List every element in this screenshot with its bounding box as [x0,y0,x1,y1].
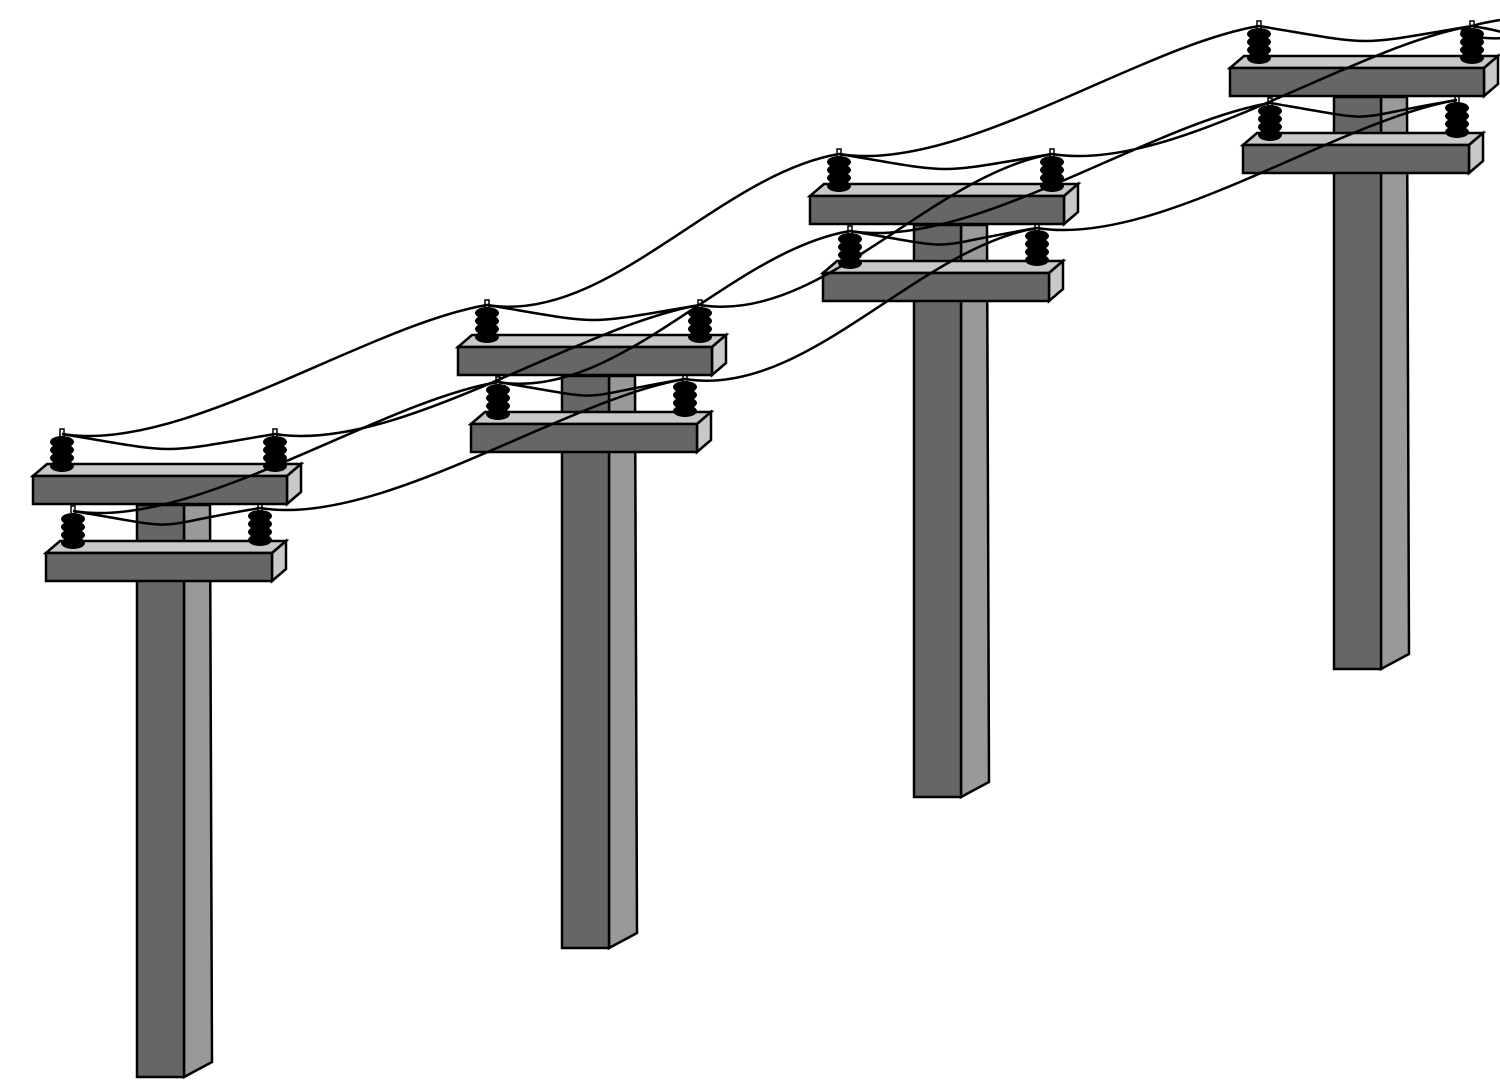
insulator [1445,94,1469,138]
pole-side [1379,95,1411,672]
power-line [61,432,276,451]
lower-crossarm-front [821,271,1051,303]
lower-crossarm-front [1241,143,1471,175]
insulator-body [251,514,269,542]
pole-front [1332,95,1383,671]
insulator-body [1043,160,1061,188]
lower-crossarm-front [469,422,699,454]
power-line [838,152,1053,171]
insulator-body [676,385,694,413]
insulator [1247,20,1271,64]
power-line [1258,24,1473,43]
pole-front [135,503,186,1079]
insulator-body [691,311,709,339]
power-line [838,24,1260,158]
insulator-body [478,311,496,339]
power-line [849,101,1271,235]
insulator-body [53,440,71,468]
power-line [699,152,1053,308]
insulator [1025,222,1049,266]
power-line [684,226,1038,382]
insulator-body [1261,109,1279,137]
insulator [1040,148,1064,192]
insulator [688,299,712,343]
insulator [673,373,697,417]
insulator-body [1448,106,1466,134]
power-line [259,377,686,512]
pole-side [959,223,991,800]
power-line [497,377,686,397]
power-line [1036,98,1458,232]
power-line [497,229,851,385]
insulator-body [1463,32,1481,60]
insulator-body [64,517,82,545]
utility-pole-2 [454,299,730,951]
pole-front [912,223,963,799]
utility-pole-4 [1226,20,1500,672]
insulator [50,428,74,472]
insulator [1258,97,1282,141]
upper-crossarm-front [31,474,289,506]
insulator [248,502,272,546]
insulator-body [1028,234,1046,262]
pole-front [560,374,611,950]
power-line [72,380,499,515]
utility-pole-3 [806,148,1082,800]
insulator [486,376,510,420]
power-line [61,303,488,438]
power-line [849,226,1038,246]
lower-crossarm-front [44,551,274,583]
insulator-body [489,388,507,416]
pole-side [182,503,214,1080]
insulator [827,148,851,192]
insulator [263,428,287,472]
power-line [1460,18,1500,40]
power-line [486,152,840,308]
upper-crossarm-front [1228,66,1486,98]
power-line [72,506,261,526]
power-line [486,303,701,322]
utility-pole-1 [29,428,305,1080]
insulator-body [266,440,284,468]
upper-crossarm-front [808,194,1066,226]
insulator-body [830,160,848,188]
insulator-body [1250,32,1268,60]
pole-side [607,374,639,951]
power-line [1269,98,1458,118]
insulator [475,299,499,343]
insulator [61,505,85,549]
